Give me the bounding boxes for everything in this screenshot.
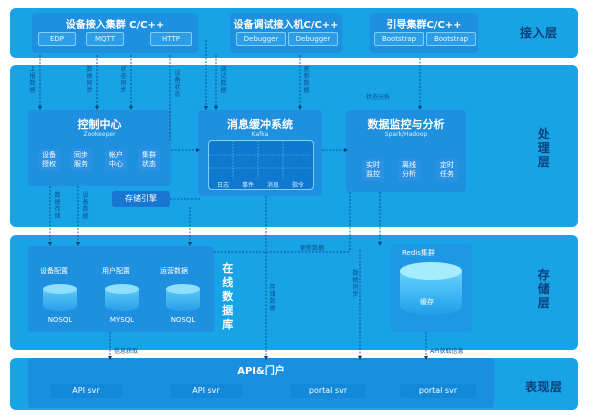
server-portal-svr-2: portal svr: [400, 384, 476, 398]
control-center: [28, 110, 171, 186]
message-queue-grid: [208, 140, 314, 190]
control-center-title: 控制中心: [77, 118, 122, 131]
arrow-label-device-data: 设备数据: [82, 192, 89, 220]
message-queue-sub: Kafka: [251, 131, 269, 138]
control-item-account-center: 帐户中心: [105, 149, 127, 171]
data-monitor-sub: Spark/Hadoop: [384, 131, 428, 138]
arrow-label-status-analysis: 状态分析: [366, 94, 391, 101]
layer-label-storage: 存储层: [537, 268, 551, 310]
arrow-label-data-sync: 数据同步: [86, 66, 93, 94]
arrow-label-data-sync-2: 数据同步: [352, 270, 359, 298]
bootstrap-chip-1: Bootstrap: [374, 32, 424, 46]
mq-cell-command: 指令: [291, 182, 304, 189]
api-portal-title: API&门户: [237, 366, 285, 377]
bootstrap-chip-2: Bootstrap: [426, 32, 476, 46]
monitor-item-offline: 离线分析: [398, 159, 420, 181]
redis-cache-label: 缓存: [420, 298, 434, 306]
http-chip: HTTP: [150, 32, 192, 46]
arrow-label-report-data: 上报数据: [29, 66, 36, 94]
bootstrap-cluster-title: 引导集群C/C++: [386, 20, 462, 31]
db-label-nosql-2: NOSQL: [170, 316, 196, 324]
db-label-mysql: MYSQL: [109, 316, 135, 324]
arrow-label-storage-data: 存储数据: [269, 284, 276, 312]
arrow-label-state-sync: 状态同步: [120, 66, 127, 94]
arrow-label-data-store: 数据存储: [54, 192, 61, 220]
control-item-cluster-state: 集群状态: [138, 149, 160, 171]
edp-chip: EDP: [38, 32, 76, 46]
debugger-chip-2: Debugger: [288, 32, 338, 46]
db-label-nosql-1: NOSQL: [47, 316, 73, 324]
redis-cluster-title: Redis集群: [402, 249, 435, 257]
debugger-chip-1: Debugger: [236, 32, 286, 46]
arrow-label-api-info: API获取信息: [430, 348, 464, 355]
control-item-sync-service: 同步服务: [70, 149, 92, 171]
arrow-label-debug-data: 调试数据: [220, 66, 227, 94]
layer-label-presentation: 表现层: [525, 380, 563, 394]
mq-cell-event: 事件: [241, 182, 254, 189]
device-access-cluster-title: 设备接入集群 C/C++: [65, 20, 165, 31]
storage-engine: 存储引擎: [112, 191, 170, 207]
arrow-label-update-data: 更新数据: [303, 66, 310, 94]
mq-cell-message: 消息: [266, 182, 279, 189]
server-portal-svr-1: portal svr: [290, 384, 366, 398]
arrow-label-info-get: 信息获取: [114, 348, 139, 355]
debug-access-cluster-title: 设备调试接入机C/C++: [233, 20, 339, 31]
control-item-device-auth: 设备授权: [38, 149, 60, 171]
mq-cell-log: 日志: [216, 182, 229, 189]
mqtt-chip: MQTT: [86, 32, 124, 46]
layer-label-access: 接入层: [520, 26, 558, 40]
message-queue-title: 消息缓冲系统: [227, 118, 293, 131]
api-portal-box: [28, 358, 494, 408]
control-center-sub: Zookeeper: [83, 131, 116, 138]
server-api-svr-1: API svr: [50, 384, 122, 398]
monitor-item-realtime: 实时监控: [362, 159, 384, 181]
storage-group-user-config: 用户配置: [102, 267, 130, 275]
monitor-item-scheduled: 定时任务: [436, 159, 458, 181]
storage-group-ops-data: 运营数据: [160, 267, 188, 275]
server-api-svr-2: API svr: [170, 384, 242, 398]
data-monitor-title: 数据监控与分析: [367, 118, 445, 131]
layer-label-processing: 处理层: [537, 127, 551, 169]
storage-group-device-config: 设备配置: [40, 267, 68, 275]
arrow-label-device-state: 设备状态: [174, 70, 181, 98]
arrow-label-update-data-h: 更新数据: [300, 245, 325, 252]
online-database-label: 在线数据库: [222, 262, 234, 331]
